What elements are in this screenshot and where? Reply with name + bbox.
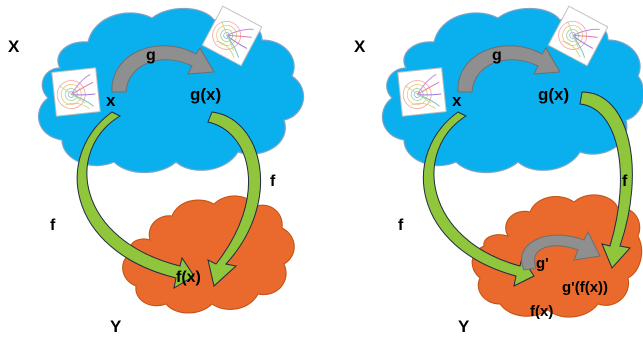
right-map-g-label: g <box>492 47 502 64</box>
left-map-f-right-arrow <box>207 111 262 287</box>
right-map-f-right-label: f <box>622 173 628 190</box>
right-panel: X Y g f f g' x g(x) f(x) g'(f(x)) <box>354 5 643 336</box>
right-point-x-label: x <box>452 91 462 110</box>
right-set-x-label: X <box>354 37 366 56</box>
right-set-y-cloud <box>471 194 643 318</box>
right-map-f-right-arrow <box>579 91 633 269</box>
left-point-gx-label: g(x) <box>190 85 221 104</box>
left-map-g-arrow <box>111 45 215 93</box>
spiral-pattern-thumbnail-icon <box>51 67 101 117</box>
right-map-g-arrow <box>457 45 561 93</box>
right-set-y-label: Y <box>458 317 470 336</box>
right-point-fx-label: f(x) <box>530 303 553 320</box>
right-map-gprime-arrow <box>521 230 601 271</box>
left-map-g-label: g <box>146 47 156 64</box>
left-point-x-label: x <box>106 91 116 110</box>
left-map-f-left-label: f <box>50 217 56 234</box>
right-map-f-left-label: f <box>398 217 404 234</box>
left-set-y-label: Y <box>110 317 122 336</box>
right-map-gprime-label: g' <box>536 255 549 272</box>
left-map-f-right-label: f <box>270 173 276 190</box>
left-panel: X Y g f f x g(x) f(x) <box>8 5 305 336</box>
right-point-gpfx-label: g'(f(x)) <box>562 279 608 296</box>
left-set-x-label: X <box>8 37 20 56</box>
spiral-pattern-thumbnail-icon <box>397 67 447 117</box>
left-point-fx-label: f(x) <box>176 269 201 286</box>
right-point-gx-label: g(x) <box>538 85 569 104</box>
left-map-f-left-arrow <box>76 111 195 290</box>
